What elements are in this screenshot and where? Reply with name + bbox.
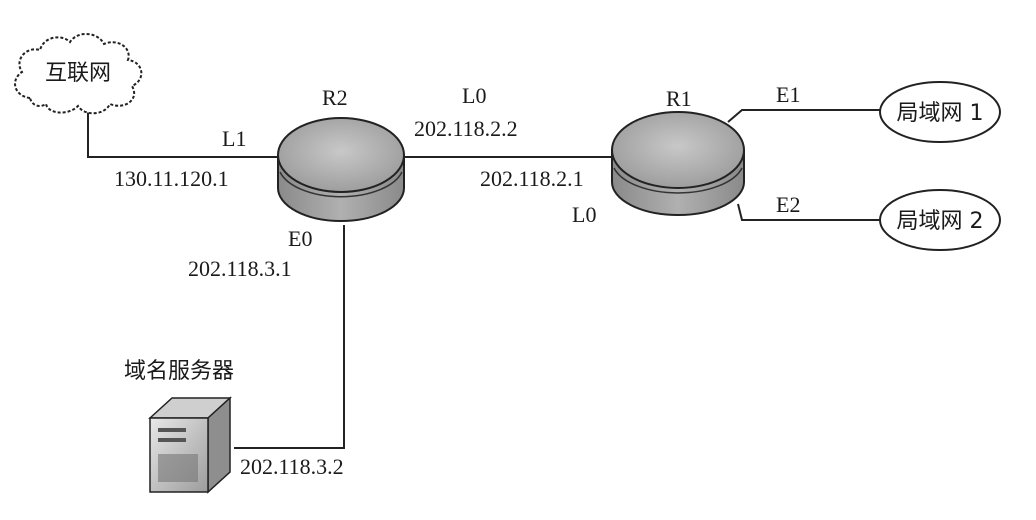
dns-server: 域名服务器	[124, 359, 234, 494]
server-vent	[158, 454, 198, 482]
r2-l1-interface-name: L1	[222, 126, 246, 151]
lan-1-ellipse	[879, 81, 1001, 143]
r1-l0-interface-name: L0	[572, 202, 596, 227]
router-r1	[611, 111, 745, 216]
router-r1-rim	[613, 167, 743, 194]
lan-1: 局域网 1	[879, 81, 1001, 143]
link-r1-lan1	[727, 109, 880, 123]
dns-server-label: 域名服务器	[124, 359, 234, 384]
links	[87, 109, 880, 449]
lan-2-label: 局域网 2	[897, 209, 984, 234]
link-r2-dns	[234, 225, 345, 449]
r1-e1-interface-name: E1	[776, 82, 800, 107]
r2-e0-ip: 202.118.3.1	[188, 256, 292, 281]
router-r2-rim	[279, 171, 403, 198]
router-r2-label: R2	[322, 85, 348, 110]
r2-l0-ip: 202.118.2.2	[414, 116, 518, 141]
router-r1-label: R1	[666, 86, 692, 111]
link-r1-lan2	[737, 203, 880, 221]
cloud-icon	[14, 33, 143, 115]
link-internet-r2	[87, 110, 278, 158]
r1-e2-interface-name: E2	[776, 192, 800, 217]
lan-1-label: 局域网 1	[897, 101, 984, 126]
r2-l1-ip: 130.11.120.1	[114, 166, 229, 191]
r1-l0-ip: 202.118.2.1	[480, 166, 584, 191]
lan-2: 局域网 2	[879, 189, 1001, 251]
internet-cloud: 互联网	[14, 33, 143, 115]
dns-server-ip: 202.118.3.2	[240, 454, 344, 479]
router-r2-top	[277, 117, 405, 193]
router-r1-top	[611, 111, 745, 189]
r2-e0-interface-name: E0	[288, 226, 312, 251]
server-drive-bay	[158, 428, 186, 432]
internet-label: 互联网	[45, 61, 111, 86]
server-drive-bay-2	[158, 438, 186, 442]
lan-2-ellipse	[879, 189, 1001, 251]
r2-l0-interface-name: L0	[462, 83, 486, 108]
router-r2	[277, 117, 405, 222]
